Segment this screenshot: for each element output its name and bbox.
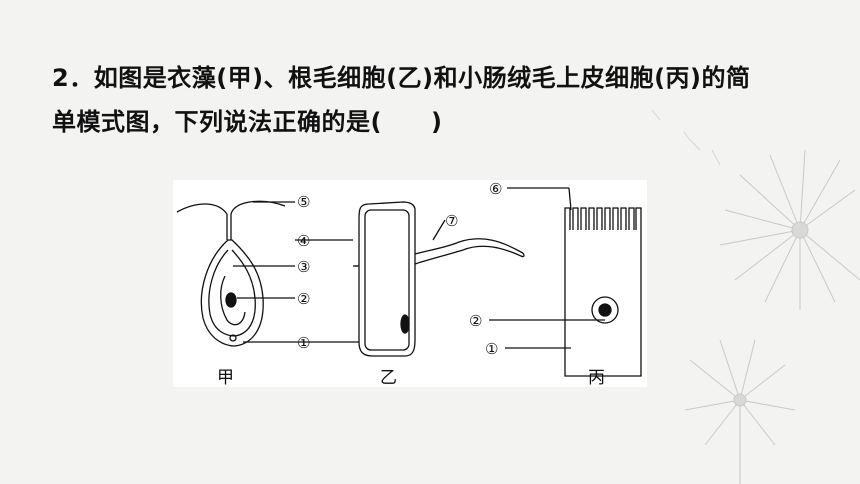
marker-2-jia: ② xyxy=(297,290,310,308)
marker-4: ④ xyxy=(297,232,310,250)
marker-7: ⑦ xyxy=(445,212,458,230)
chlamydomonas-cell xyxy=(176,200,286,347)
cell-diagram-svg: ⑤ ④ ③ ② ① ⑥ ⑦ ② ① 甲 乙 丙 xyxy=(176,180,642,387)
intestinal-epithelial-cell xyxy=(564,207,642,377)
caption-jia: 甲 xyxy=(217,368,234,387)
marker-3: ③ xyxy=(297,258,310,276)
marker-1-bing: ① xyxy=(485,340,498,358)
question-line-1: 2．如图是衣藻(甲)、根毛细胞(乙)和小肠绒毛上皮细胞(丙)的简 xyxy=(52,64,751,92)
cell-diagram: ⑤ ④ ③ ② ① ⑥ ⑦ ② ① 甲 乙 丙 xyxy=(173,180,647,387)
marker-2-bing: ② xyxy=(469,312,482,330)
root-hair-cell xyxy=(358,201,525,357)
marker-5: ⑤ xyxy=(297,193,310,211)
marker-1-jia: ① xyxy=(297,334,310,352)
caption-yi: 乙 xyxy=(380,368,397,387)
caption-bing: 丙 xyxy=(588,368,605,387)
question-text: 2．如图是衣藻(甲)、根毛细胞(乙)和小肠绒毛上皮细胞(丙)的简 单模式图，下列… xyxy=(52,56,822,144)
microvilli xyxy=(564,207,642,230)
marker-6: ⑥ xyxy=(489,180,502,198)
question-line-2: 单模式图，下列说法正确的是( ) xyxy=(52,108,443,136)
